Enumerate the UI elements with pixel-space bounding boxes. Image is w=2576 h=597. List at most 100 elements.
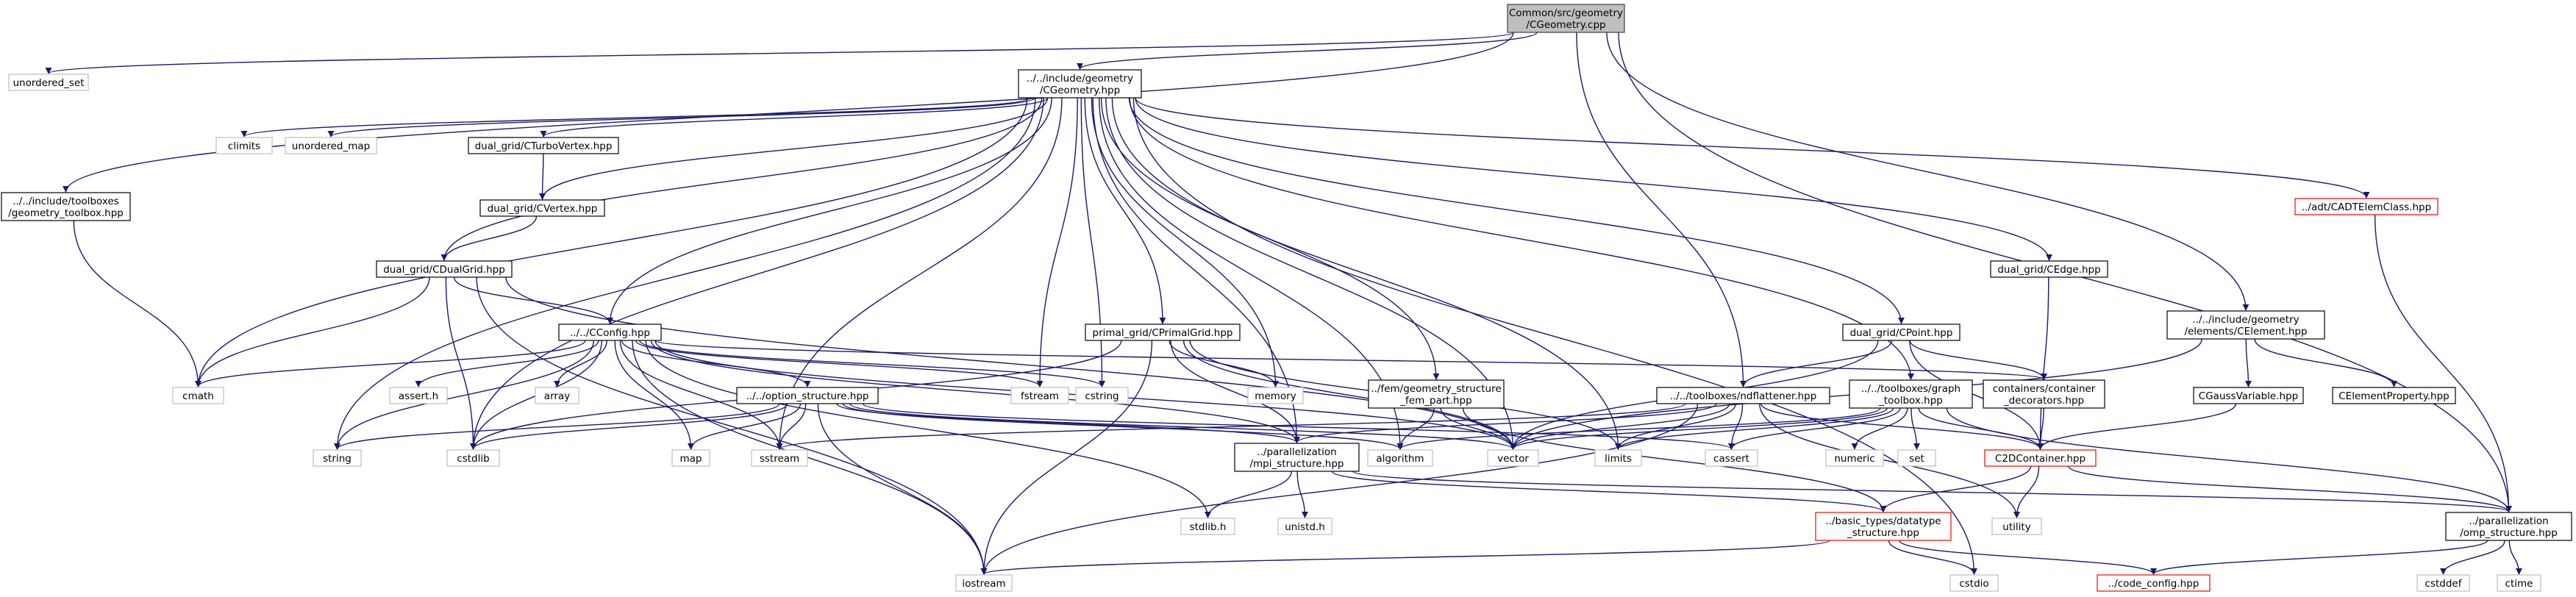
edge-ndflattener-to-mpi_structure — [1294, 403, 1717, 443]
node-label: stdlib.h — [1190, 521, 1227, 533]
edge-geometry_toolbox-to-cmath — [73, 220, 201, 387]
edge-cdualgrid-to-iostream — [476, 276, 988, 575]
node-celemprop[interactable]: CElementProperty.hpp — [2332, 387, 2456, 404]
node-graph-toolbox[interactable]: ../../toolboxes/graph_toolbox.hpp — [1849, 379, 1973, 409]
node-cdualgrid[interactable]: dual_grid/CDualGrid.hpp — [376, 260, 513, 278]
edge-cdualgrid-to-cconfig — [453, 276, 613, 324]
header-nodes: Common/src/geometry/CGeometry.cpp unorder… — [1, 4, 2572, 592]
node-box — [736, 387, 879, 404]
node-box — [1842, 323, 1960, 341]
edge-datatype-to-iostream — [980, 540, 1830, 575]
node-label: primal_grid/CPrimalGrid.hpp — [1093, 327, 1233, 339]
node-label: ../fem/geometry_structure — [1371, 383, 1501, 395]
node-limits: limits — [1594, 449, 1642, 467]
edge-cconfig-to-mpi_structure — [650, 340, 1300, 443]
node-cstddef: cstddef — [2416, 574, 2470, 592]
node-fem-geom[interactable]: ../fem/geometry_structure_fem_part.hpp — [1368, 379, 1505, 409]
node-box — [558, 323, 662, 341]
node-root[interactable]: Common/src/geometry/CGeometry.cpp — [1507, 4, 1625, 33]
node-box — [468, 137, 619, 154]
edge-cconfig-to-stdlibh — [645, 340, 1211, 518]
node-box — [479, 199, 605, 217]
edge-option_structure-to-mpi_structure — [836, 403, 1300, 443]
node-omp-structure[interactable]: ../parallelization/omp_structure.hpp — [2445, 512, 2572, 541]
edge-cconfig-to-map — [614, 340, 694, 450]
node-celement[interactable]: ../../include/geometry/elements/CElement… — [2166, 310, 2325, 340]
node-label: dual_grid/CVertex.hpp — [488, 203, 598, 215]
node-box — [172, 387, 224, 404]
edge-root-to-ndflattener — [1576, 32, 1747, 387]
node-cprimalgrid[interactable]: primal_grid/CPrimalGrid.hpp — [1085, 323, 1241, 341]
node-box — [8, 74, 89, 91]
edge-cgeometry_hpp-to-cturbovertex — [540, 97, 1049, 137]
node-label: ../../CConfig.hpp — [570, 327, 650, 339]
node-box — [955, 574, 1013, 592]
node-mpi-structure[interactable]: ../parallelization/mpi_structure.hpp — [1234, 443, 1360, 472]
edge-cpoint-to-cont_decor — [1909, 340, 2047, 380]
node-vector: vector — [1487, 449, 1539, 467]
node-box — [2416, 574, 2470, 592]
edge-cadtelem-to-omp_structure — [2374, 214, 2512, 512]
node-label: CElementProperty.hpp — [2338, 390, 2450, 402]
edge-option_structure-to-map — [688, 403, 802, 450]
node-utility: utility — [1991, 518, 2042, 535]
node-label: cstdlib — [457, 453, 489, 465]
edge-option_structure-to-string — [334, 403, 780, 450]
node-cconfig[interactable]: ../../CConfig.hpp — [558, 323, 662, 341]
edge-cdualgrid-to-cmath — [195, 276, 430, 387]
node-cadtelem[interactable]: ../adt/CADTElemClass.hpp — [2294, 198, 2438, 215]
node-datatype[interactable]: ../basic_types/datatype_structure.hpp — [1815, 512, 1952, 541]
node-geometry-toolbox[interactable]: ../../include/toolboxes/geometry_toolbox… — [1, 192, 131, 221]
edge-option_structure-to-algorithm — [842, 403, 1404, 450]
edge-cprimalgrid-to-vector — [1182, 340, 1516, 450]
edge-option_structure-to-cassert — [862, 403, 1735, 450]
node-box — [389, 387, 448, 404]
node-label: /omp_structure.hpp — [2460, 527, 2558, 539]
node-map: map — [671, 449, 710, 467]
node-box — [535, 387, 579, 404]
edge-cgeometry_hpp-to-cpoint — [1128, 97, 1905, 324]
node-cturbovertex[interactable]: dual_grid/CTurboVertex.hpp — [468, 137, 619, 154]
node-box — [1018, 69, 1142, 99]
node-box — [1990, 260, 2108, 278]
edge-graph_toolbox-to-vector — [1510, 407, 1888, 450]
node-cvertex[interactable]: dual_grid/CVertex.hpp — [479, 199, 605, 217]
node-code-config[interactable]: ../code_config.hpp — [2097, 574, 2211, 592]
edge-cconfig-to-iostream — [632, 340, 988, 575]
edge-cgaussvar-to-c2dcontainer — [2037, 403, 2237, 450]
node-climits: climits — [215, 137, 273, 154]
node-cgeometry-hpp[interactable]: ../../include/geometry/CGeometry.hpp — [1018, 69, 1142, 99]
node-cont-decor[interactable]: containers/container_decorators.hpp — [1983, 379, 2105, 409]
edge-celement-to-cgaussvar — [2244, 338, 2252, 387]
edge-omp_structure-to-code_config — [2150, 540, 2488, 575]
node-unordered-map: unordered_map — [285, 137, 377, 154]
node-option-structure[interactable]: ../../option_structure.hpp — [736, 387, 879, 404]
node-label: map — [680, 453, 702, 465]
node-label: limits — [1605, 453, 1632, 465]
edge-celement-to-celemprop — [2254, 338, 2397, 387]
node-cedge[interactable]: dual_grid/CEdge.hpp — [1990, 260, 2108, 278]
edge-datatype-to-cstdio — [1888, 540, 1977, 575]
node-label: /CGeometry.cpp — [1526, 19, 1605, 31]
edge-graph_toolbox-to-c2dcontainer — [1918, 407, 2044, 450]
node-cgaussvar[interactable]: CGaussVariable.hpp — [2193, 387, 2304, 404]
node-label: /CGeometry.hpp — [1040, 85, 1120, 96]
node-cpoint[interactable]: dual_grid/CPoint.hpp — [1842, 323, 1960, 341]
node-c2dcontainer[interactable]: C2DContainer.hpp — [1984, 449, 2097, 467]
node-box — [446, 449, 500, 467]
node-set: set — [1897, 449, 1936, 467]
edge-cgeometry_hpp-to-string — [334, 97, 1036, 450]
node-label: set — [1909, 453, 1924, 465]
edge-cconfig-to-cstring — [638, 340, 1105, 387]
edge-graph_toolbox-to-numeric — [1851, 407, 1908, 450]
node-label: memory — [1255, 390, 1296, 402]
edge-root-to-geometry_toolbox — [63, 32, 1514, 193]
node-label: ../../toolboxes/ndflattener.hpp — [1670, 390, 1817, 402]
edge-option_structure-to-sstream — [776, 403, 807, 450]
edge-mpi_structure-to-datatype — [1331, 471, 1887, 512]
node-label: _toolbox.hpp — [1878, 395, 1943, 407]
node-ndflattener[interactable]: ../../toolboxes/ndflattener.hpp — [1656, 387, 1830, 404]
node-label: iostream — [962, 578, 1005, 590]
node-box — [1368, 379, 1505, 409]
node-box — [2193, 387, 2304, 404]
